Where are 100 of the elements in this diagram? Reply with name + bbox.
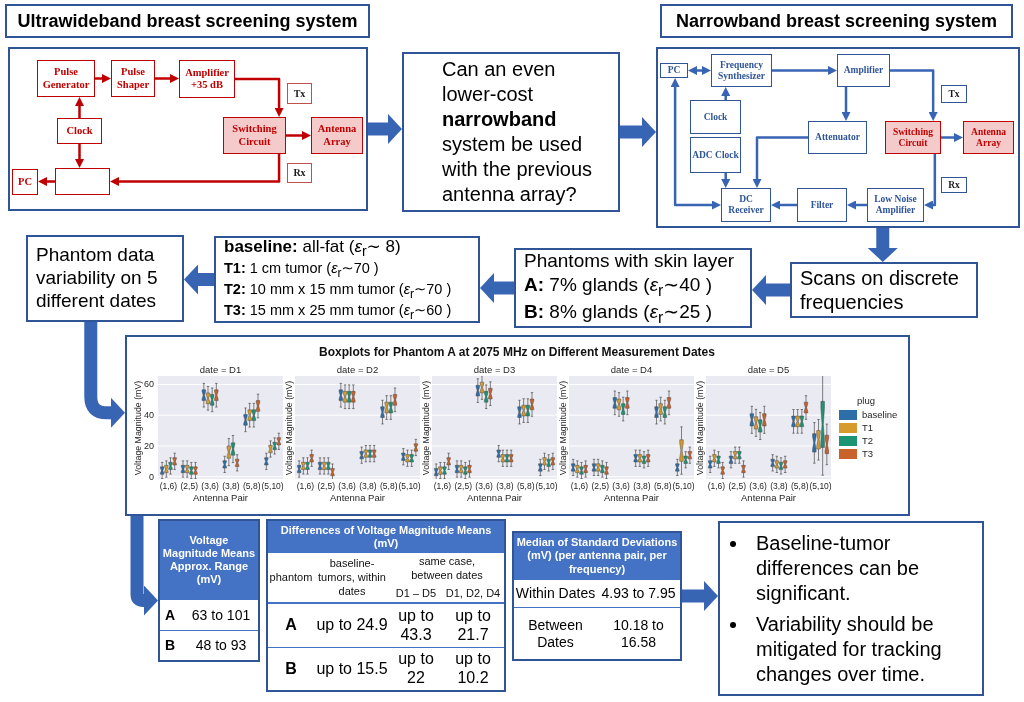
axis-tick-label: (3,6) [475,482,493,491]
table-header: Voltage Magnitude Means Approx. Range (mV) [160,521,258,600]
column-header: same case, between dates [390,553,505,586]
row-header: A [268,603,314,648]
axis-title: Antenna Pair [467,493,522,503]
process-box: Scans on discrete frequencies [790,262,978,318]
process-box: Phantom data variability on 5 different dates [26,235,184,322]
axis-tick-label: (1,6) [296,482,315,491]
column-header: D1 – D5 [390,585,442,604]
axis-title: Antenna Pair [741,493,796,503]
facet-title: date = D1 [199,365,242,375]
facet-title: date = D2 [336,365,379,375]
legend-label: T2 [862,436,874,446]
question-box: Can an even lower-cost narrowband system be used with the previous antenna array? [402,52,620,212]
axis-tick-label: (5,10) [809,482,832,491]
arrow [771,200,797,210]
arrow [95,74,111,83]
axis-tick-label: (5,10) [398,482,421,491]
signal-tag: Tx [941,85,967,103]
process-box [514,248,752,328]
box-heading: Phantoms with skin layer [524,249,736,273]
table-cell: up to 15.5 [314,647,390,690]
row-header: B [160,630,184,660]
axis-tick-label: (5,8) [654,482,672,491]
legend-label: baseline [862,410,898,420]
axis-tick-label: (1,6) [570,482,589,491]
axis-tick-label: (1,6) [159,482,178,491]
conclusion-box [718,521,984,696]
component-box: Antenna Array [963,121,1014,154]
component-box: PC [12,169,38,195]
axis-tick-label: (5,10) [535,482,558,491]
axis-tick-label: (5,10) [261,482,284,491]
chart-panel [125,335,910,516]
table-cell: 48 to 93 [184,630,258,660]
arrow [924,154,937,210]
arrow [941,133,963,142]
row-header: Between Dates [514,607,597,659]
table-cell: up to 21.7 [442,603,505,648]
title-box: Ultrawideband breast screening system [5,4,370,38]
diagram-panel [8,47,368,211]
arrow [772,66,837,75]
column-header: baseline-tumors, within dates [314,553,390,604]
arrow [286,131,311,140]
arrow [38,177,55,186]
axis-title: Voltage Magnitude (mV) [421,380,430,475]
row-header: A [160,599,184,631]
list-item-text: T3: 15 mm x 25 mm tumor (ε$_{r}$∼60 ) [224,301,453,323]
facet-title: date = D5 [747,365,790,375]
axis-tick-label: (2,5) [180,482,198,491]
axis-tick-label: (3,8) [359,482,377,491]
axis-tick-label: (3,8) [770,482,788,491]
component-box [55,168,110,195]
component-box: Pulse Generator [37,60,95,97]
arrow [721,87,731,100]
list-item-text: T2: 10 mm x 15 mm tumor (ε$_{r}$∼70 ) [224,281,453,302]
table-cell: up to 24.9 [314,603,390,648]
block-arrow [184,264,214,295]
axis-title: Voltage Magnitude (mV) [133,380,143,475]
facet-title: date = D3 [473,365,516,375]
block-arrow [620,117,656,147]
axis-title: Antenna Pair [193,493,248,503]
legend-label: T1 [862,423,874,433]
axis-tick-label: (2,5) [728,482,746,491]
legend-label: T3 [862,449,874,459]
arrow [847,200,867,210]
arrow [75,144,84,168]
block-arrow [480,273,514,303]
arrow [235,77,284,117]
data-table [266,519,506,692]
component-box: PC [660,63,688,78]
table-cell: 10.18 to 16.58 [597,607,680,659]
table-header: Median of Standard Deviations (mV) (per antenna pair, per frequency) [514,533,680,580]
axis-title: Voltage Magnitude (mV) [695,380,704,475]
axis-title: Antenna Pair [604,493,659,503]
component-box: Clock [57,118,102,144]
table-cell: 4.93 to 7.95 [597,579,680,608]
block-arrow [130,516,158,616]
axis-tick-label: (3,8) [222,482,240,491]
component-box: Amplifier +35 dB [179,60,235,98]
list-item-text: T1: 1 cm tumor (ε$_{r}$∼70 ) [224,260,380,282]
title-box: Narrowband breast screening system [660,4,1013,38]
axis-tick-label: (3,8) [633,482,651,491]
axis-tick-label: 40 [144,410,154,420]
axis-tick-label: (5,10) [672,482,695,491]
axis-tick-label: (3,8) [496,482,514,491]
component-box: Frequency Synthesizer [711,54,772,87]
arrow [752,136,808,188]
axis-tick-label: (5,8) [380,482,398,491]
arrow [890,69,938,121]
axis-tick-label: (3,6) [612,482,630,491]
axis-tick-label: (2,5) [317,482,335,491]
column-header: phantom [268,553,314,604]
axis-tick-label: 0 [149,472,154,482]
axis-tick-label: (2,5) [454,482,472,491]
table-cell: up to 10.2 [442,647,505,690]
diagram-panel [656,47,1020,228]
arrow [841,87,851,121]
component-box: Low Noise Amplifier [867,188,924,222]
axis-tick-label: (5,8) [517,482,535,491]
list-item-text: B: 8% glands (ε$_{r}$∼25 ) [524,299,713,327]
